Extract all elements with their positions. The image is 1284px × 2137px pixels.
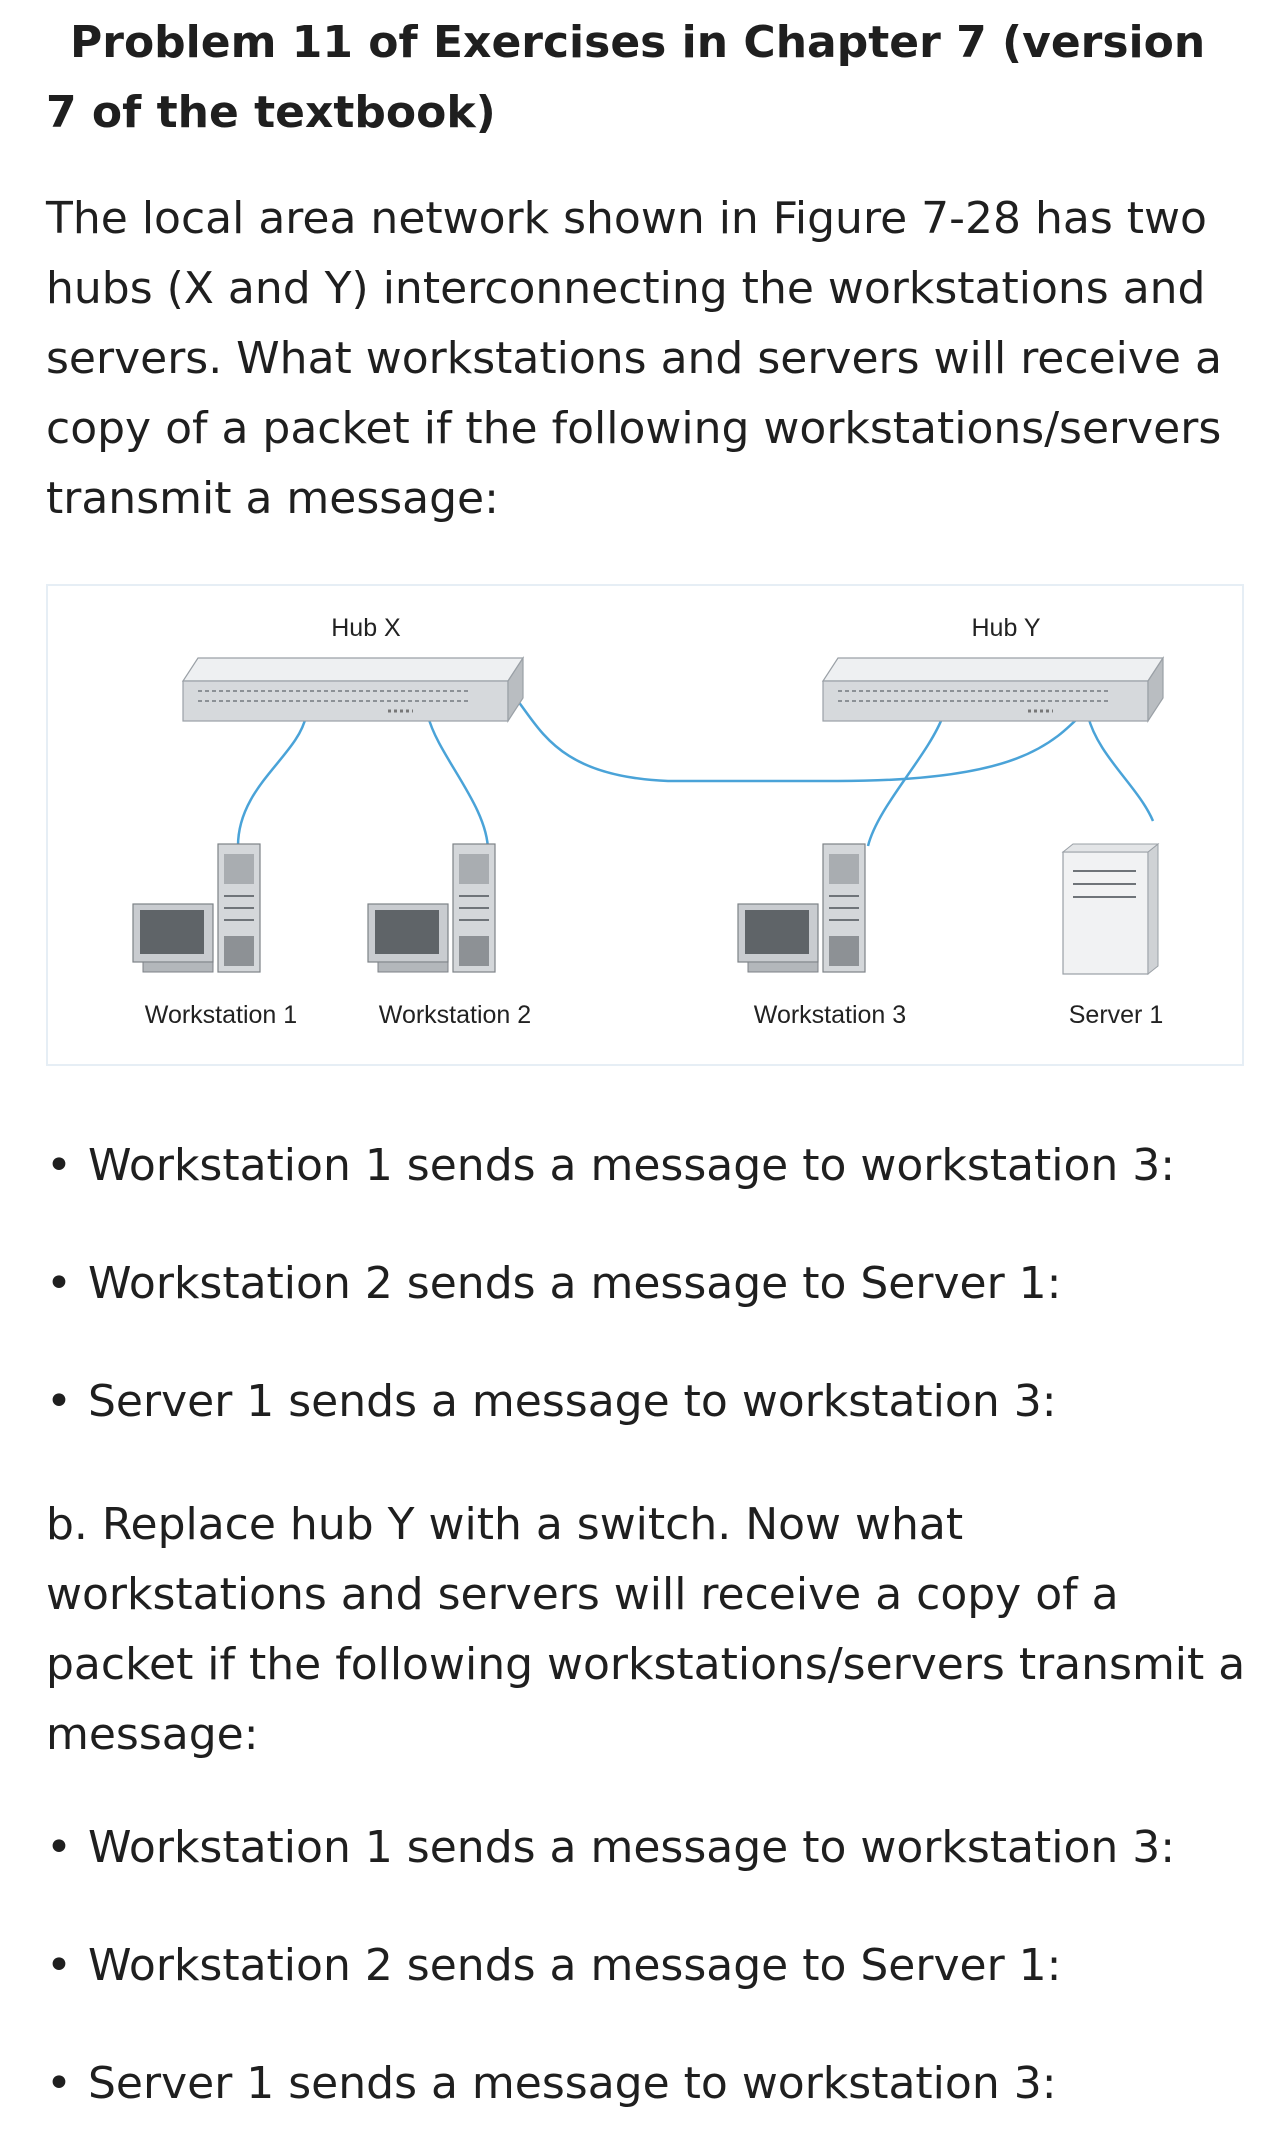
cable-hub-x-to-workstation-2: [426, 715, 490, 852]
bullet-dot: •: [46, 1822, 72, 1873]
part-a-bullet: • Workstation 1 sends a message to workst…: [46, 1136, 1266, 1196]
cable-hub-y-to-server-1: [1086, 715, 1155, 822]
part-a-bullet: • Workstation 2 sends a message to Server…: [46, 1254, 1266, 1314]
hub-x-label: Hub X: [331, 614, 401, 642]
workstation-1-label: Workstation 1: [145, 1001, 297, 1029]
bullet-text: Server 1 sends a message to workstation …: [88, 2058, 1057, 2109]
workstation-3-icon: [737, 843, 866, 973]
part-b-bullet: • Workstation 1 sends a message to workst…: [46, 1818, 1266, 1878]
workstation-2-label: Workstation 2: [379, 1001, 531, 1029]
network-figure: Hub X Hub Y: [46, 584, 1244, 1066]
bullet-dot: •: [46, 1258, 72, 1309]
hub-y-label: Hub Y: [971, 614, 1040, 642]
workstation-2-icon: [367, 843, 496, 973]
bullet-text: Workstation 2 sends a message to Server …: [88, 1258, 1062, 1309]
network-diagram: Hub X Hub Y: [132, 614, 1165, 1029]
bullet-dot: •: [46, 1140, 72, 1191]
cable-hub-y-to-workstation-3: [866, 715, 945, 847]
part-b-bullet: • Server 1 sends a message to workstation…: [46, 2054, 1266, 2114]
part-b-text: b. Replace hub Y with a switch. Now what…: [46, 1499, 1246, 1760]
server-1-icon: [1061, 842, 1160, 976]
bullet-dot: •: [46, 1940, 72, 1991]
bullet-dot: •: [46, 2058, 72, 2109]
hub-x: [181, 655, 525, 724]
bullet-text: Workstation 1 sends a message to worksta…: [88, 1822, 1176, 1873]
bullet-text: Workstation 1 sends a message to worksta…: [88, 1140, 1176, 1191]
problem-title: Problem 11 of Exercises in Chapter 7 (ve…: [46, 17, 1206, 138]
workstation-1-icon: [132, 843, 261, 973]
hub-y: [821, 655, 1165, 724]
bullet-text: Server 1 sends a message to workstation …: [88, 1376, 1057, 1427]
server-1-label: Server 1: [1069, 1001, 1163, 1029]
bullet-dot: •: [46, 1376, 72, 1427]
bullet-text: Workstation 2 sends a message to Server …: [88, 1940, 1062, 1991]
cable-hub-x-to-hub-y: [502, 683, 1099, 783]
problem-intro: The local area network shown in Figure 7…: [46, 193, 1222, 524]
part-b-bullet: • Workstation 2 sends a message to Server…: [46, 1936, 1266, 1996]
workstation-3-label: Workstation 3: [754, 1001, 906, 1029]
cable-hub-x-to-workstation-1: [236, 715, 308, 847]
part-a-bullet: • Server 1 sends a message to workstation…: [46, 1372, 1266, 1432]
